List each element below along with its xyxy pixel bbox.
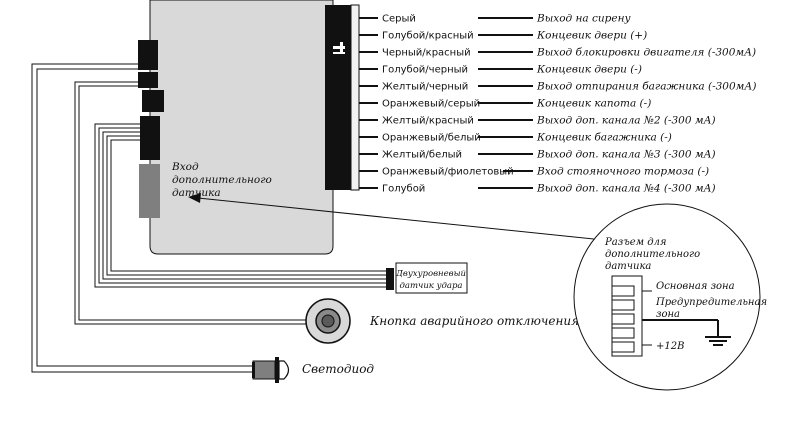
panic-button-label: Кнопка аварийного отключения: [369, 314, 579, 328]
main-zone-label: Основная зона: [656, 281, 735, 292]
wire-color: Оранжевый/серый: [382, 99, 480, 110]
wire-list: Серый Выход на сирену Голубой/красный Ко…: [359, 13, 756, 195]
connector-pinout: [611, 275, 643, 357]
wire-function: Концевик двери (+): [536, 30, 647, 42]
connector-detail-title-2: дополнительного: [605, 249, 700, 260]
connector-detail-title-3: датчика: [605, 261, 651, 272]
aux-input-label: Вход дополнительного датчика: [171, 161, 275, 199]
wire-row: Оранжевый/серый Концевик капота (-): [359, 98, 651, 110]
wire-row: Желтый/черный Выход отпирания багажника …: [359, 81, 756, 93]
wire-color: Голубой: [382, 184, 425, 195]
wire-function: Выход доп. канала №3 (-300 мА): [536, 149, 716, 161]
aux-sensor-socket: [139, 164, 160, 218]
warning-zone-label-1: Предупредительная: [655, 297, 767, 308]
wire-function: Концевик багажника (-): [536, 132, 672, 144]
wire-color: Желтый/белый: [382, 150, 462, 161]
wire-function: Выход на сирену: [536, 13, 632, 25]
wire-row: Голубой Выход доп. канала №4 (-300 мА): [359, 183, 716, 195]
shock-sensor-label-2: датчик удара: [400, 281, 463, 291]
wire-function: Концевик двери (-): [536, 64, 642, 76]
control-unit-body: [149, 0, 334, 255]
wire-row: Голубой/красный Концевик двери (+): [359, 30, 647, 42]
wire-color: Серый: [382, 14, 416, 25]
ground-symbol-icon: [642, 319, 731, 346]
wire-color: Черный/красный: [382, 48, 471, 59]
wire-row: Голубой/черный Концевик двери (-): [359, 64, 642, 76]
wire-function: Концевик капота (-): [536, 98, 651, 110]
shock-sensor: Двухуровневый датчик удара: [386, 262, 468, 294]
wire-row: Желтый/красный Выход доп. канала №2 (-30…: [359, 115, 716, 127]
led-icon: [252, 357, 290, 383]
leader-arrow: [188, 193, 643, 245]
wire-color: Оранжевый/фиолетовый: [382, 167, 514, 178]
main-connector: [325, 4, 360, 191]
wire-row: Серый Выход на сирену: [359, 13, 632, 25]
led-label: Светодиод: [302, 362, 374, 376]
wire-row: Оранжевый/фиолетовый Вход стояночного то…: [359, 166, 709, 178]
wire-function: Выход отпирания багажника (-300мА): [536, 81, 756, 93]
wire-color: Желтый/черный: [382, 82, 468, 93]
wire-color: Оранжевый/белый: [382, 133, 481, 144]
wire-function: Выход доп. канала №2 (-300 мА): [536, 115, 716, 127]
wire-color: Голубой/красный: [382, 31, 474, 42]
panic-button[interactable]: [305, 298, 351, 344]
wire-function: Вход стояночного тормоза (-): [536, 166, 709, 178]
connector-detail-title-1: Разъем для: [604, 237, 667, 248]
warning-zone-label-2: зона: [656, 309, 680, 320]
wire-row: Черный/красный Выход блокировки двигател…: [359, 47, 756, 59]
connector-detail: Разъем для дополнительного датчика Основ…: [573, 203, 767, 391]
power-label: +12В: [656, 341, 684, 352]
left-connectors: [138, 40, 164, 160]
shock-sensor-label-1: Двухуровневый: [395, 269, 466, 279]
wire-function: Выход доп. канала №4 (-300 мА): [536, 183, 716, 195]
wire-color: Голубой/черный: [382, 65, 468, 76]
wire-color: Желтый/красный: [382, 116, 474, 127]
wire-row: Желтый/белый Выход доп. канала №3 (-300 …: [359, 149, 716, 161]
wire-function: Выход блокировки двигателя (-300мА): [536, 47, 756, 59]
connector-latch: [333, 42, 345, 54]
left-routing-wires: [31, 63, 393, 373]
wire-row: Оранжевый/белый Концевик багажника (-): [359, 132, 672, 144]
